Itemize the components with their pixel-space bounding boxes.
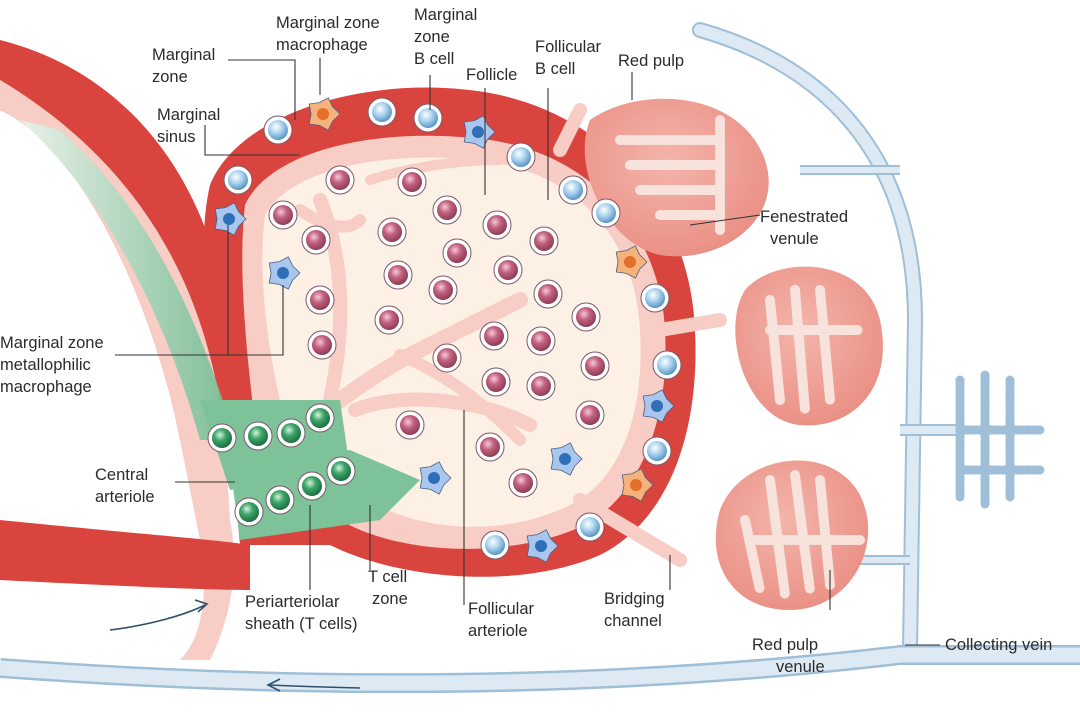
follicular-b-cell-icon: [377, 217, 407, 247]
follicular-b-cell-icon: [268, 200, 298, 230]
marginal-zone-macrophage-icon: [615, 245, 648, 279]
t-cell-icon: [305, 403, 335, 433]
follicular-b-cell-icon: [526, 326, 556, 356]
follicular-b-cell-icon: [442, 238, 472, 268]
flow-arrow-icon: [269, 684, 361, 689]
follicular-b-cell-icon: [432, 343, 462, 373]
follicular-b-cell-icon: [301, 225, 331, 255]
metallophilic-macrophage-icon: [526, 529, 559, 563]
follicular-b-cell-icon: [432, 195, 462, 225]
marginal-zone-b-cell-icon: [652, 350, 682, 380]
t-cell-icon: [297, 471, 327, 501]
t-cell-icon: [234, 497, 264, 527]
fenestrated-venule: [615, 115, 865, 600]
label-follicle: Follicle: [466, 66, 517, 84]
label-leader-lines: [115, 58, 940, 646]
t-cell-icon: [276, 418, 306, 448]
follicular-b-cell-icon: [479, 321, 509, 351]
follicular-b-cell-icon: [526, 371, 556, 401]
follicular-b-cell-icon: [508, 468, 538, 498]
marginal-zone-b-cell-icon: [591, 198, 621, 228]
marginal-zone-b-cell-icon: [640, 283, 670, 313]
cells-layer: [207, 97, 682, 563]
follicular-b-cell-icon: [374, 305, 404, 335]
marginal-zone-macrophage-icon: [308, 97, 341, 131]
marginal-zone-b-cell-icon: [413, 103, 443, 133]
follicular-b-cell-icon: [475, 432, 505, 462]
t-cell-icon: [207, 423, 237, 453]
t-cell-icon: [243, 421, 273, 451]
follicular-b-cell-icon: [580, 351, 610, 381]
label-red-pulp: Red pulp: [618, 52, 684, 70]
metallophilic-macrophage-icon: [214, 202, 247, 236]
marginal-zone-b-cell-icon: [506, 142, 536, 172]
label-collecting-vein: Collecting vein: [945, 636, 1052, 654]
marginal-zone-b-cell-icon: [367, 97, 397, 127]
t-cell-icon: [326, 456, 356, 486]
follicular-b-cell-icon: [397, 167, 427, 197]
marginal-zone-macrophage-icon: [621, 468, 654, 502]
follicular-b-cell-icon: [325, 165, 355, 195]
follicular-b-cell-icon: [482, 210, 512, 240]
central-arteriole-vessel: [0, 40, 361, 692]
marginal-zone-b-cell-icon: [558, 175, 588, 205]
flow-arrow-icon: [109, 604, 206, 631]
follicular-b-cell-icon: [305, 285, 335, 315]
follicular-b-cell-icon: [307, 330, 337, 360]
venous-system: [0, 22, 1080, 694]
follicular-b-cell-icon: [575, 400, 605, 430]
red-pulp-venule-right: [955, 370, 1045, 510]
marginal-zone-b-cell-icon: [575, 512, 605, 542]
metallophilic-macrophage-icon: [419, 461, 452, 495]
follicular-b-cell-icon: [529, 226, 559, 256]
follicular-b-cell-icon: [383, 260, 413, 290]
follicular-b-cell-icon: [428, 275, 458, 305]
follicular-b-cell-icon: [571, 302, 601, 332]
metallophilic-macrophage-icon: [268, 256, 301, 290]
marginal-zone-b-cell-icon: [263, 115, 293, 145]
follicular-b-cell-icon: [533, 279, 563, 309]
marginal-zone-b-cell-icon: [642, 436, 672, 466]
marginal-zone-b-cell-icon: [480, 530, 510, 560]
metallophilic-macrophage-icon: [550, 442, 583, 476]
follicular-b-cell-icon: [481, 367, 511, 397]
follicular-b-cell-icon: [395, 410, 425, 440]
metallophilic-macrophage-icon: [642, 389, 675, 423]
marginal-zone-b-cell-icon: [223, 165, 253, 195]
follicular-b-cell-icon: [493, 255, 523, 285]
t-cell-icon: [265, 485, 295, 515]
